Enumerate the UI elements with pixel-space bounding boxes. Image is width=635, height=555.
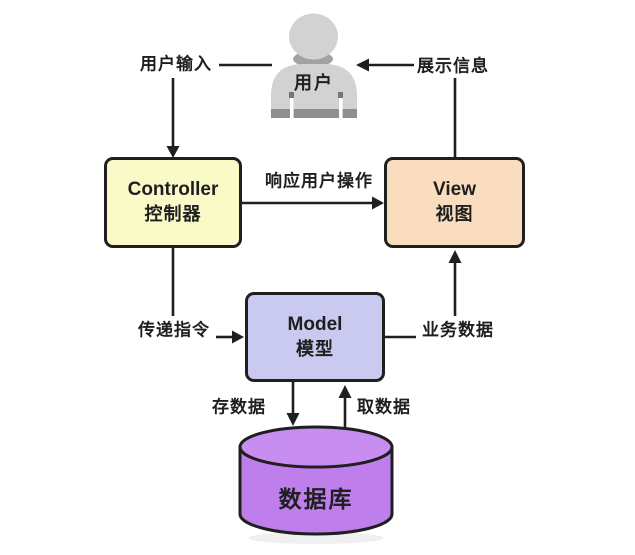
controller-node: Controller 控制器 — [104, 157, 242, 248]
edge-controller-to-model — [171, 248, 244, 344]
user-label: 用户 — [294, 73, 334, 93]
edge-label-business-data: 业务数据 — [422, 320, 494, 340]
controller-title: Controller — [127, 179, 219, 201]
model-node: Model 模型 — [245, 292, 385, 382]
edge-model-to-database — [286, 382, 300, 426]
edge-user-to-controller — [166, 63, 272, 158]
model-title: Model — [287, 313, 343, 335]
database-cylinder-icon — [238, 425, 394, 544]
edge-label-pass-commands: 传递指令 — [138, 320, 210, 340]
edge-view-to-user — [356, 58, 457, 157]
edge-label-fetch-data: 取数据 — [357, 397, 411, 417]
model-subtitle: 模型 — [296, 338, 334, 359]
controller-subtitle: 控制器 — [144, 204, 202, 225]
edge-label-store-data: 存数据 — [212, 397, 266, 417]
edge-database-to-model — [338, 385, 352, 428]
edge-label-display-info: 展示信息 — [417, 56, 489, 76]
edge-controller-to-view — [242, 196, 384, 210]
view-node: View 视图 — [384, 157, 525, 248]
edge-label-respond-user-ops: 响应用户操作 — [265, 171, 373, 191]
edge-model-to-view — [385, 250, 462, 339]
person-icon — [271, 13, 357, 118]
view-title: View — [433, 179, 476, 201]
view-subtitle: 视图 — [435, 204, 474, 225]
edge-label-user-input: 用户输入 — [140, 54, 212, 74]
database-label: 数据库 — [278, 486, 354, 512]
